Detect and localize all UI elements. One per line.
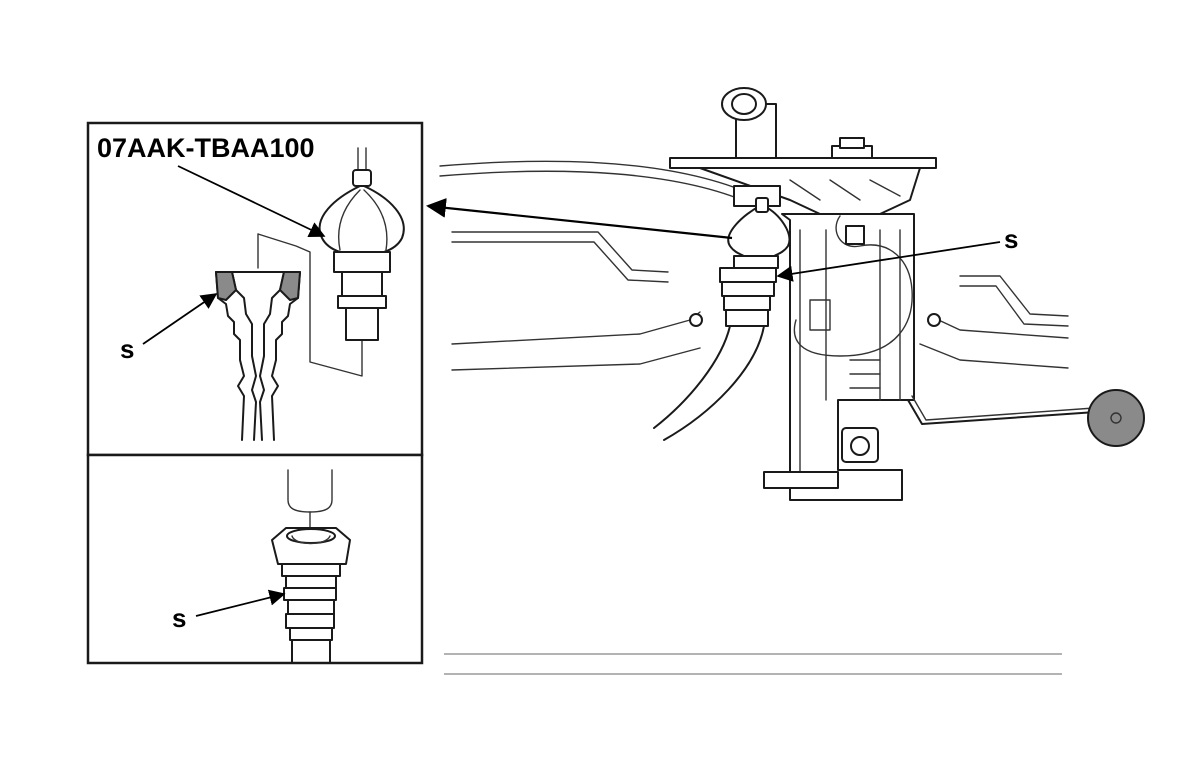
removal-tool — [318, 147, 405, 341]
detail-arrow — [426, 198, 733, 240]
inset-top-panel: 07AAK-TBAA100 s — [86, 121, 424, 457]
body-frame-lines — [451, 231, 1069, 371]
float-sender — [1087, 389, 1145, 447]
seal-leader-bottom-inset — [195, 589, 286, 617]
hose-end-cutaway — [215, 271, 301, 441]
inset-bottom-panel: s — [86, 453, 424, 665]
seal-leader-main — [776, 241, 1001, 282]
seal-leader-top-inset — [142, 293, 218, 345]
installed-hose-end — [271, 469, 351, 664]
seal-label-bottom-inset: s — [172, 603, 186, 633]
fuel-pump-unit — [669, 87, 1145, 501]
main-view: s — [426, 87, 1145, 675]
tool-number-label: 07AAK-TBAA100 — [97, 133, 315, 163]
seal-right — [279, 271, 301, 301]
fuel-feed-hose — [439, 160, 791, 441]
tool-leader-line — [177, 165, 326, 238]
seal-label-top-inset: s — [120, 334, 134, 364]
seal-label-main: s — [1004, 224, 1018, 254]
seal-left — [215, 271, 237, 301]
